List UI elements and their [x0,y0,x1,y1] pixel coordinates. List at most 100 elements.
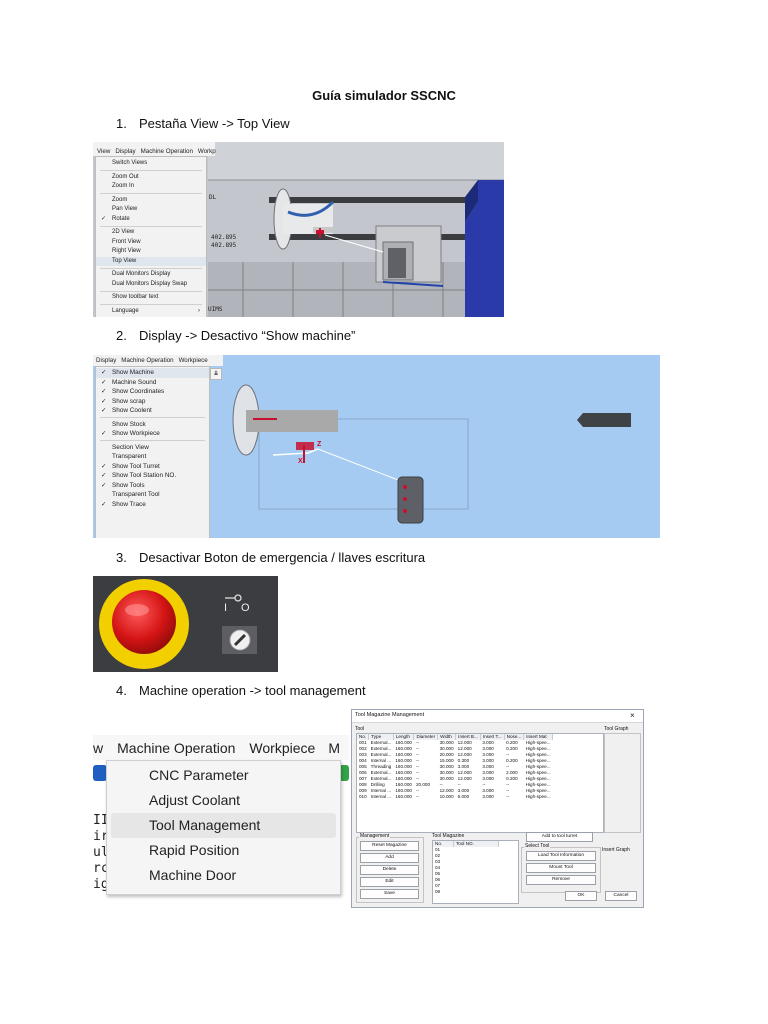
menu-item-show-machine[interactable]: ✓Show Machine [96,368,209,378]
list-item[interactable]: 04 [433,865,499,871]
cancel-button[interactable]: Cancel [605,891,637,901]
load-tool-information-button[interactable]: Load Tool Information [526,851,596,861]
toolbar-button[interactable]: ⇊ [210,368,222,380]
menu-view[interactable]: w [93,740,104,756]
menu-machine-operation[interactable]: Machine Operation [140,148,193,155]
menu-item-dual-monitors-display-swap[interactable]: Dual Monitors Display Swap [96,280,206,290]
key-switch[interactable] [221,588,261,658]
menu-machine-operation[interactable]: Machine Operation [121,357,174,364]
list-item[interactable]: 07 [433,883,499,889]
menu-item-show-workpiece[interactable]: ✓Show Workpiece [96,429,209,439]
table-cell: 160.000 [395,788,412,793]
list-item[interactable]: 08 [433,889,499,895]
column-header[interactable]: Insert T... [480,734,505,740]
menu-item-show-tool-turret[interactable]: ✓Show Tool Turret [96,462,209,472]
reset-magazine-button[interactable]: Reset Magazine [360,841,419,851]
delete-button[interactable]: Delete [360,865,419,875]
close-icon[interactable]: × [630,711,635,720]
menu-item-tool-management[interactable]: Tool Management [111,813,336,838]
remove-button[interactable]: Remove [526,875,596,885]
column-header[interactable]: Length [393,734,415,740]
menu-item-2d-view[interactable]: 2D View [96,228,206,238]
menu-item-show-tools[interactable]: ✓Show Tools [96,481,209,491]
menu-item-show-toolbar-text[interactable]: Show toolbar text [96,293,206,303]
menu-item-show-coolent[interactable]: ✓Show Coolent [96,406,209,416]
menu-item-machine-door[interactable]: Machine Door [111,863,336,888]
menu-item-zoom-out[interactable]: Zoom Out [96,173,206,183]
menu-item-pan-view[interactable]: Pan View [96,205,206,215]
list-item[interactable]: 03 [433,859,499,865]
add-button[interactable]: Add [360,853,419,863]
menu-workpiece[interactable]: Workpiece [178,357,208,364]
menu-machine-operation[interactable]: Machine Operation [117,740,236,756]
menu-item-dual-monitors-display[interactable]: Dual Monitors Display [96,270,206,280]
column-header[interactable]: Insert Mat [523,734,553,740]
menu-item-show-coordinates[interactable]: ✓Show Coordinates [96,387,209,397]
column-header[interactable]: Tool NO. [453,841,499,847]
menu-workpiece[interactable]: Workpiece [249,740,316,756]
menu-item-show-trace[interactable]: ✓Show Trace [96,500,209,510]
menu-item-section-view[interactable]: Section View [96,443,209,453]
menu-item-switch-views[interactable]: Switch Views [96,159,206,169]
menu-item-top-view[interactable]: Top View [96,256,206,266]
menu-item-show-stock[interactable]: Show Stock [96,420,209,430]
menu-item-right-view[interactable]: Right View [96,247,206,257]
edit-button[interactable]: Edit [360,877,419,887]
column-header[interactable]: No. [357,734,370,740]
menu-item-show-scrap[interactable]: ✓Show scrap [96,397,209,407]
menu-item-front-view[interactable]: Front View [96,238,206,248]
menu-separator [100,304,202,305]
menu-item-show-tool-station-no[interactable]: ✓Show Tool Station NO. [96,471,209,481]
table-cell: -- [457,782,461,787]
menu-item-adjust-coolant[interactable]: Adjust Coolant [111,788,336,813]
checkmark-icon: ✓ [101,407,107,414]
menu-item-rotate[interactable]: ✓Rotate [96,215,206,225]
column-header[interactable]: Nose... [504,734,525,740]
menu-item-rapid-position[interactable]: Rapid Position [111,838,336,863]
menu-item-transparent-tool[interactable]: Transparent Tool [96,490,209,500]
menu-workpiece[interactable]: Workp [197,148,216,155]
menu-item-transparent[interactable]: Transparent [96,452,209,462]
save-button[interactable]: Save [360,889,419,899]
column-header[interactable]: Width [437,734,457,740]
menu-item-machine-sound[interactable]: ✓Machine Sound [96,378,209,388]
column-header[interactable]: Diameter [413,734,439,740]
toolbar-icon[interactable] [339,765,349,781]
menu-item-label: Section View [112,443,149,451]
list-item[interactable]: 05 [433,871,499,877]
column-header[interactable]: No. [433,841,454,847]
menu-item-language[interactable]: Language› [96,307,206,317]
list-item[interactable]: 02 [433,853,499,859]
table-cell: 20.000 [415,782,431,787]
mount-tool-button[interactable]: Mount Tool [526,863,596,873]
menu-view[interactable]: View [97,148,111,155]
menu-display[interactable]: Display [96,357,117,364]
table-cell: -- [415,752,420,757]
menu-item-zoom[interactable]: Zoom [96,196,206,206]
menu-more[interactable]: M [328,740,340,756]
column-header[interactable]: Type [368,734,394,740]
menu-display[interactable]: Display [115,148,136,155]
add-to-tool-turret-button[interactable]: Add to tool turret [526,832,593,842]
column-header[interactable]: Insert B... [455,734,481,740]
menu-item-zoom-in[interactable]: Zoom In [96,182,206,192]
toolbar-icon[interactable] [93,765,107,781]
magazine-slot-number: 07 [435,883,441,888]
ok-button[interactable]: OK [565,891,597,901]
emergency-stop-button[interactable] [93,576,278,672]
list-item[interactable]: 06 [433,877,499,883]
menu-item-cnc-parameter[interactable]: CNC Parameter [111,763,336,788]
list-item[interactable]: 01 [433,847,499,853]
table-cell: 3.000 [482,758,494,763]
